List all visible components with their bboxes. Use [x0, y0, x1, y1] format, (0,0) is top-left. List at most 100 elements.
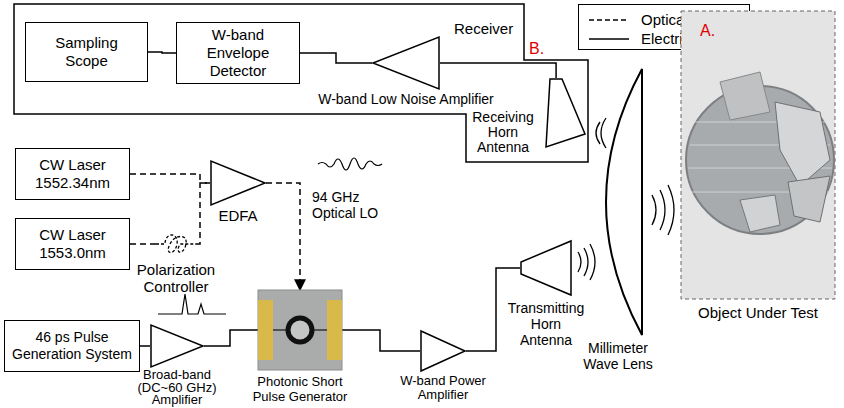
edge-label: 94 GHz Optical LO [312, 189, 392, 221]
text-label: Millimeter Wave Lens [578, 340, 658, 372]
electrical-wire [140, 345, 150, 347]
process-box: CW Laser 1552.34nm [15, 148, 130, 200]
pc-outline [156, 231, 196, 257]
text-label: Object Under Test [680, 304, 836, 322]
tri-symbol: EDFA [210, 160, 266, 206]
text-label: Polarization Controller [132, 261, 220, 295]
optical-fiber [130, 243, 156, 245]
graphic-polygon [211, 161, 265, 205]
graphic-path [601, 118, 606, 148]
process-box: W-band Envelope Detector [176, 22, 300, 84]
text-label: Transmitting Horn Antenna [506, 300, 586, 348]
tri-outline [150, 324, 204, 368]
optical-sample [589, 19, 629, 21]
pulse-waveform [158, 294, 226, 314]
optical-lo-wave [318, 158, 382, 170]
lens-outline [590, 68, 646, 336]
graphic-path [596, 122, 600, 144]
text-label: CW Laser 1553.0nm [23, 226, 123, 262]
graphic-polygon [740, 195, 780, 232]
text-label: W-band Low Noise Amplifier [311, 91, 501, 107]
text-label: CW Laser 1552.34nm [23, 156, 123, 192]
node-caption: Object Under Test [680, 304, 836, 322]
graphic-path [584, 248, 588, 276]
graphic-rect [681, 11, 835, 299]
node-caption: Millimeter Wave Lens [578, 340, 658, 372]
graphic-rect [258, 290, 342, 370]
node-caption: W-band Power Amplifier [397, 374, 489, 402]
optical-fiber [130, 174, 210, 183]
pc-symbol: Polarization Controller [156, 231, 196, 257]
text-label: Sampling Scope [42, 34, 132, 70]
tri-outline [420, 330, 466, 372]
electrical-wire [342, 330, 420, 351]
obj-outline [680, 10, 836, 300]
receive-waves [596, 118, 606, 148]
optical-fiber [266, 183, 300, 290]
graphic-polygon [720, 72, 770, 120]
electrical-sample [589, 38, 629, 40]
graphic-path [590, 244, 595, 280]
text-label: Receiving Horn Antenna [468, 110, 538, 155]
text-label: Photonic Short Pulse Generator [240, 374, 360, 404]
text-label: Receiver [454, 20, 534, 38]
text-label: Broad-band (DC~60 GHz) Amplifier [131, 369, 223, 407]
graphic-path [652, 195, 656, 225]
graphic-circle [288, 318, 312, 342]
receiver-region: ReceiverSampling Scope W-band Envelope De… [14, 4, 588, 162]
graphic-rect [327, 300, 342, 360]
optical-fiber [196, 183, 210, 244]
graphic-path [660, 190, 665, 230]
node-caption: Transmitting Horn Antenna [506, 300, 586, 348]
electrical-wire [148, 52, 176, 53]
electrical-wire [300, 53, 372, 63]
horn-symbol: Receiving Horn Antenna [542, 78, 586, 148]
tri-symbol: W-band Power Amplifier [420, 330, 466, 372]
horn-symbol: Transmitting Horn Antenna [520, 240, 572, 296]
tri-symbol: W-band Low Noise Amplifier [372, 36, 440, 90]
node-caption: Broad-band (DC~60 GHz) Amplifier [131, 369, 223, 407]
graphic-polygon [14, 4, 588, 162]
node-caption: Receiver [454, 20, 534, 38]
obj-symbol: A.Object Under Test [680, 10, 836, 300]
process-box: 46 ps Pulse Generation System [4, 320, 140, 372]
tri-outline [210, 160, 266, 206]
graphic-polygon [151, 325, 203, 367]
electrical-wire [204, 330, 258, 346]
graphic-rect [258, 300, 273, 360]
text-label: 46 ps Pulse Generation System [10, 329, 134, 363]
lens-symbol: Millimeter Wave Lens [590, 68, 646, 336]
horn-outline [542, 78, 586, 148]
graphic-polygon [373, 37, 439, 89]
text-label: B. [529, 40, 559, 58]
object-waves [652, 185, 674, 235]
text-label: EDFA [198, 207, 278, 225]
node-caption: W-band Low Noise Amplifier [311, 91, 501, 107]
chip-symbol: Photonic Short Pulse Generator [258, 290, 342, 370]
graphic-path [156, 235, 196, 253]
tri-symbol: Broad-band (DC~60 GHz) Amplifier [150, 324, 204, 368]
graphic-polygon [546, 79, 585, 147]
transmit-waves [578, 244, 595, 280]
text-label: W-band Power Amplifier [397, 374, 489, 402]
electrical-wire [440, 63, 556, 78]
graphic-polygon [421, 331, 465, 371]
callout-letter: B. [529, 40, 559, 58]
node-caption: EDFA [198, 207, 278, 225]
horn-outline [520, 240, 572, 296]
text-label: W-band Envelope Detector [182, 26, 294, 80]
node-caption: A. [700, 22, 730, 40]
graphic-polygon [775, 102, 830, 186]
text-label: 94 GHz Optical LO [312, 189, 392, 221]
legend-samples [579, 5, 639, 49]
text-label: A. [700, 22, 730, 40]
graphic-polygon [788, 176, 830, 222]
process-box: CW Laser 1553.0nm [15, 218, 130, 270]
node-caption: Receiving Horn Antenna [468, 110, 538, 155]
node-caption: Polarization Controller [132, 261, 220, 295]
graphic-path [578, 252, 581, 272]
process-box: Sampling Scope [25, 22, 148, 82]
graphic-polygon [521, 241, 571, 295]
